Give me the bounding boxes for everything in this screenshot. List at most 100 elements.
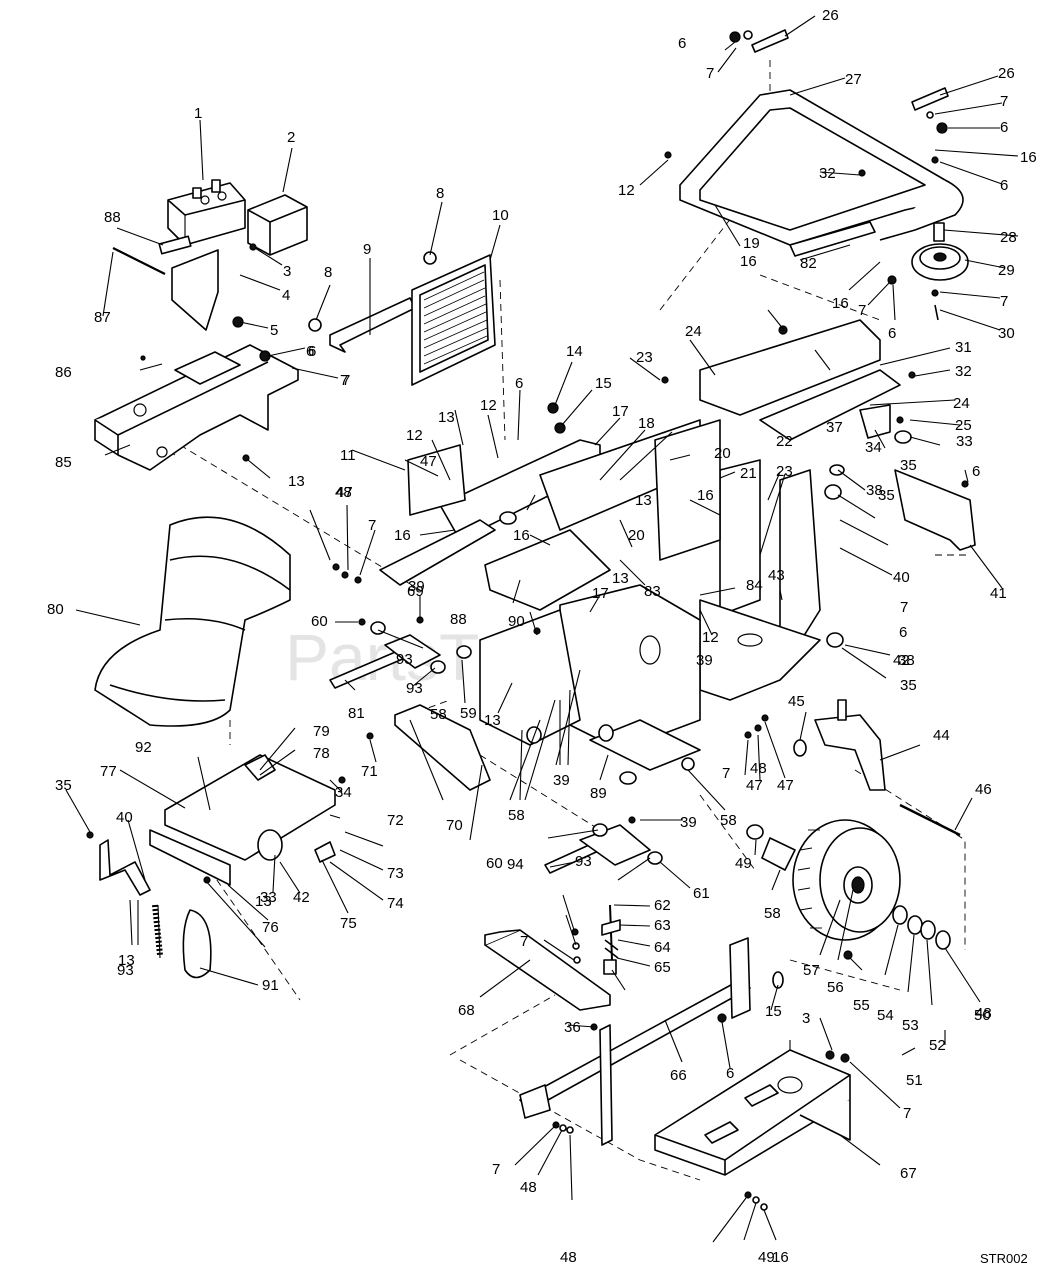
callout: 87 — [94, 309, 111, 326]
callout: 21 — [740, 465, 757, 482]
wheel-hardware — [746, 824, 951, 950]
callout: 6 — [1000, 119, 1008, 136]
callout: 42 — [893, 652, 910, 669]
callout: 20 — [628, 527, 645, 544]
callout: 7 — [1000, 93, 1008, 110]
battery — [167, 179, 246, 246]
callout: 12 — [702, 629, 719, 646]
callout: 71 — [361, 763, 378, 780]
callout: 94 — [507, 856, 524, 873]
drawing-code: STR002 — [980, 1251, 1028, 1266]
callout: 70 — [446, 817, 463, 834]
hardware-fasteners — [86, 29, 976, 1211]
callout: 16 — [740, 253, 757, 270]
callout: 3 — [802, 1010, 810, 1027]
callout: 28 — [1000, 229, 1017, 246]
callout: 39 — [553, 772, 570, 789]
rear-frame — [519, 937, 751, 1146]
callout: 75 — [340, 915, 357, 932]
callout: 89 — [590, 785, 607, 802]
callout: 69 — [407, 583, 424, 600]
callout: 50 — [974, 1007, 991, 1024]
callout: 19 — [743, 235, 760, 252]
callout: 12 — [618, 182, 635, 199]
callout: 16 — [772, 1249, 789, 1266]
callout: 40 — [116, 809, 133, 826]
callout: 52 — [929, 1037, 946, 1054]
callout: 30 — [998, 325, 1015, 342]
callout: 16 — [513, 527, 530, 544]
callout: 32 — [819, 165, 836, 182]
callout: 76 — [262, 919, 279, 936]
callout: 16 — [697, 487, 714, 504]
callout: 6 — [678, 35, 686, 52]
callout: 93 — [575, 853, 592, 870]
callout: 39 — [680, 814, 697, 831]
idler-pulley — [911, 222, 969, 281]
seat-plate — [149, 754, 336, 886]
callout: 9 — [363, 241, 371, 258]
callout: 7 — [342, 372, 350, 389]
callout: 33 — [956, 433, 973, 450]
callout: 32 — [955, 363, 972, 380]
callout: 58 — [720, 812, 737, 829]
callout: 6 — [1000, 177, 1008, 194]
callout: 83 — [644, 583, 661, 600]
callout: 61 — [693, 885, 710, 902]
callout: 64 — [654, 939, 671, 956]
callout: 38 — [898, 652, 915, 669]
callout: 51 — [906, 1072, 923, 1089]
lower-bracket — [589, 719, 701, 771]
callout: 79 — [313, 723, 330, 740]
callout: 12 — [480, 397, 497, 414]
callout: 7 — [368, 517, 376, 534]
grille-panel — [411, 254, 496, 386]
callout: 24 — [953, 395, 970, 412]
callout: 16 — [832, 295, 849, 312]
callout: 40 — [893, 569, 910, 586]
callout: 34 — [865, 439, 882, 456]
callout: 7 — [858, 302, 866, 319]
callout: 59 — [460, 705, 477, 722]
callout-labels: 1 2 3 4 5 6 7 8 8 9 10 11 12 12 12 12 13… — [47, 7, 1037, 1266]
caster-fork — [793, 699, 961, 837]
callout: 77 — [100, 763, 117, 780]
callout: 27 — [845, 71, 862, 88]
mounting-bracket — [329, 297, 416, 353]
callout: 31 — [955, 339, 972, 356]
axle-59 — [544, 823, 663, 874]
callout: 35 — [878, 487, 895, 504]
callout: 6 — [308, 343, 316, 360]
callout: 13 — [118, 952, 135, 969]
callout: 53 — [902, 1017, 919, 1034]
callout: 6 — [888, 325, 896, 342]
callout: 57 — [803, 962, 820, 979]
callout: 63 — [654, 917, 671, 934]
callout: 37 — [826, 419, 843, 436]
callout: 15 — [595, 375, 612, 392]
callout: 60 — [486, 855, 503, 872]
callout: 26 — [998, 65, 1015, 82]
callout: 6 — [899, 624, 907, 641]
callout: 17 — [612, 403, 629, 420]
callout: 62 — [654, 897, 671, 914]
assembly-guide-lines — [149, 60, 970, 1181]
callout: 39 — [408, 578, 425, 595]
callout: 8 — [324, 264, 332, 281]
callout: 24 — [685, 323, 702, 340]
callout: 85 — [55, 454, 72, 471]
callout: 47 — [420, 453, 437, 470]
bracket-67 — [484, 929, 611, 1011]
leader-lines — [65, 15, 1019, 1243]
plate-25 — [699, 319, 901, 441]
callout: 72 — [387, 812, 404, 829]
callout: 7 — [900, 599, 908, 616]
callout: 81 — [348, 705, 365, 722]
callout: 43 — [768, 567, 785, 584]
callout: 58 — [764, 905, 781, 922]
callout: 65 — [654, 959, 671, 976]
callout: 6 — [306, 343, 314, 360]
callout: 36 — [564, 1019, 581, 1036]
callout: 45 — [788, 693, 805, 710]
